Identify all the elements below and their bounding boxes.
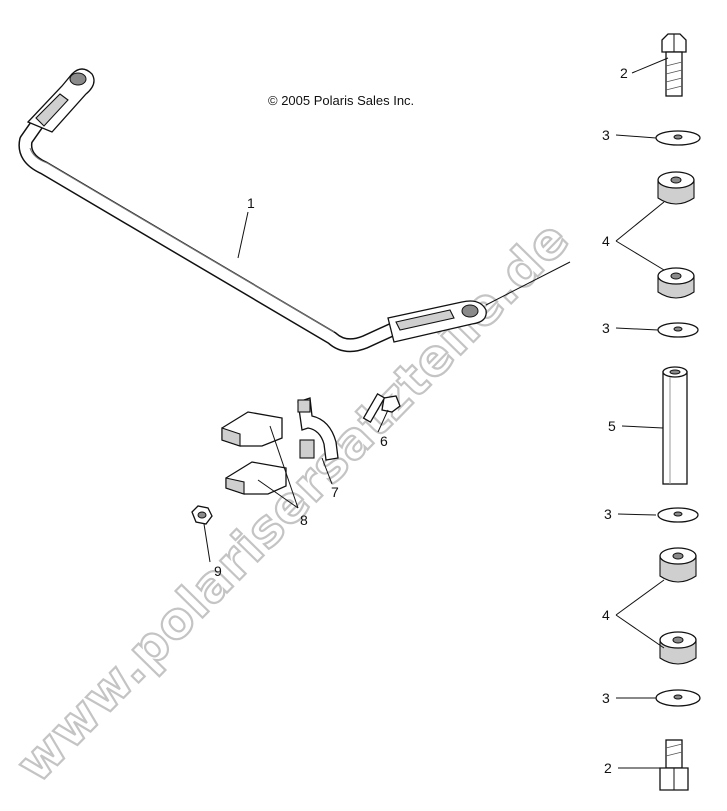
stabilizer-bar [18,68,487,353]
callout-3-c: 3 [604,506,612,522]
callout-3-b: 3 [602,320,610,336]
washer-b [657,322,699,338]
bushing-pair-bottom [659,547,697,665]
callout-1: 1 [247,195,255,211]
callout-4-top: 4 [602,233,610,249]
bushing-pair-top [657,171,695,299]
leader-lines [203,57,669,769]
callout-7: 7 [331,484,339,500]
lock-nut [191,505,213,525]
callout-6: 6 [380,433,388,449]
watermark-text: www.polarisersatzteile.de [5,209,580,793]
bolt-bottom [659,739,689,791]
callout-4-bottom: 4 [602,607,610,623]
clamp-bracket [297,397,339,461]
bolt-top [661,33,687,97]
callout-3-a: 3 [602,127,610,143]
washer-c [657,507,699,523]
washer-a [655,130,701,146]
callout-2-bottom: 2 [604,760,612,776]
callout-9: 9 [214,563,222,579]
washer-d [655,689,701,707]
copyright-text: © 2005 Polaris Sales Inc. [268,93,414,108]
bar-bushings [221,411,287,495]
leader-line-link [485,261,571,306]
callout-5: 5 [608,418,616,434]
callout-8: 8 [300,512,308,528]
clamp-bolt [362,392,401,424]
callout-2-top: 2 [620,65,628,81]
callout-3-d: 3 [602,690,610,706]
spacer-tube [662,366,688,485]
